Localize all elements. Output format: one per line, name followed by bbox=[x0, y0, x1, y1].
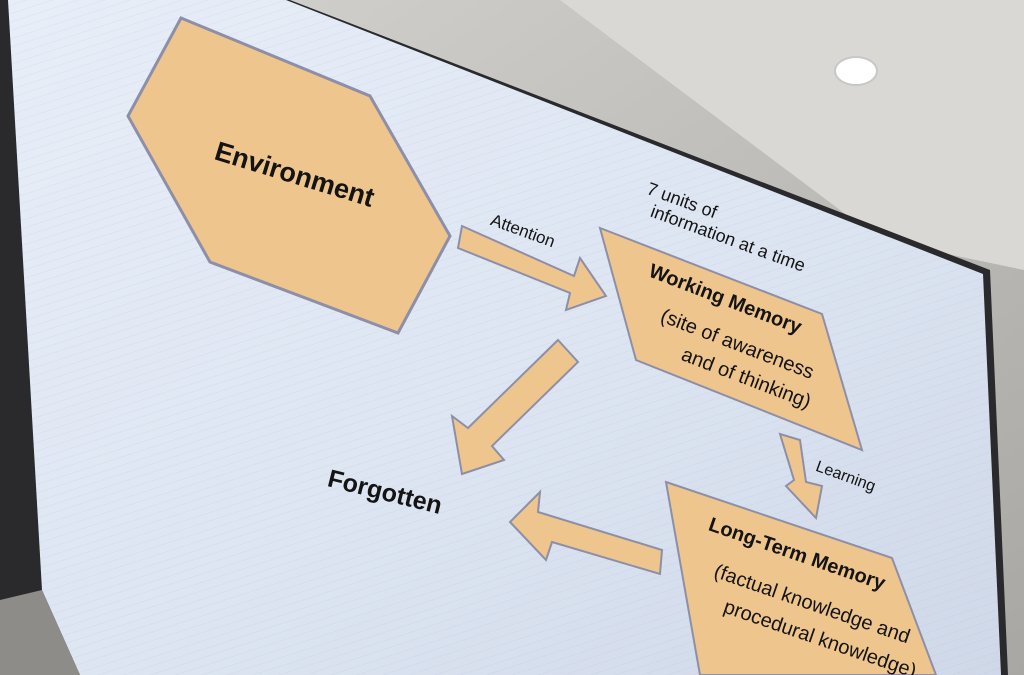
environment-shape bbox=[126, 16, 452, 335]
decay-arrow-from-working-memory bbox=[450, 338, 580, 476]
attention-arrow bbox=[456, 224, 608, 312]
ceiling-light bbox=[834, 56, 878, 86]
learning-arrow bbox=[778, 432, 824, 521]
screen-ledge bbox=[0, 590, 80, 675]
decay-arrow-from-long-term-memory bbox=[508, 489, 664, 576]
working-memory-box bbox=[598, 226, 864, 452]
ceiling bbox=[560, 0, 1024, 270]
long-term-memory-box bbox=[664, 480, 938, 675]
